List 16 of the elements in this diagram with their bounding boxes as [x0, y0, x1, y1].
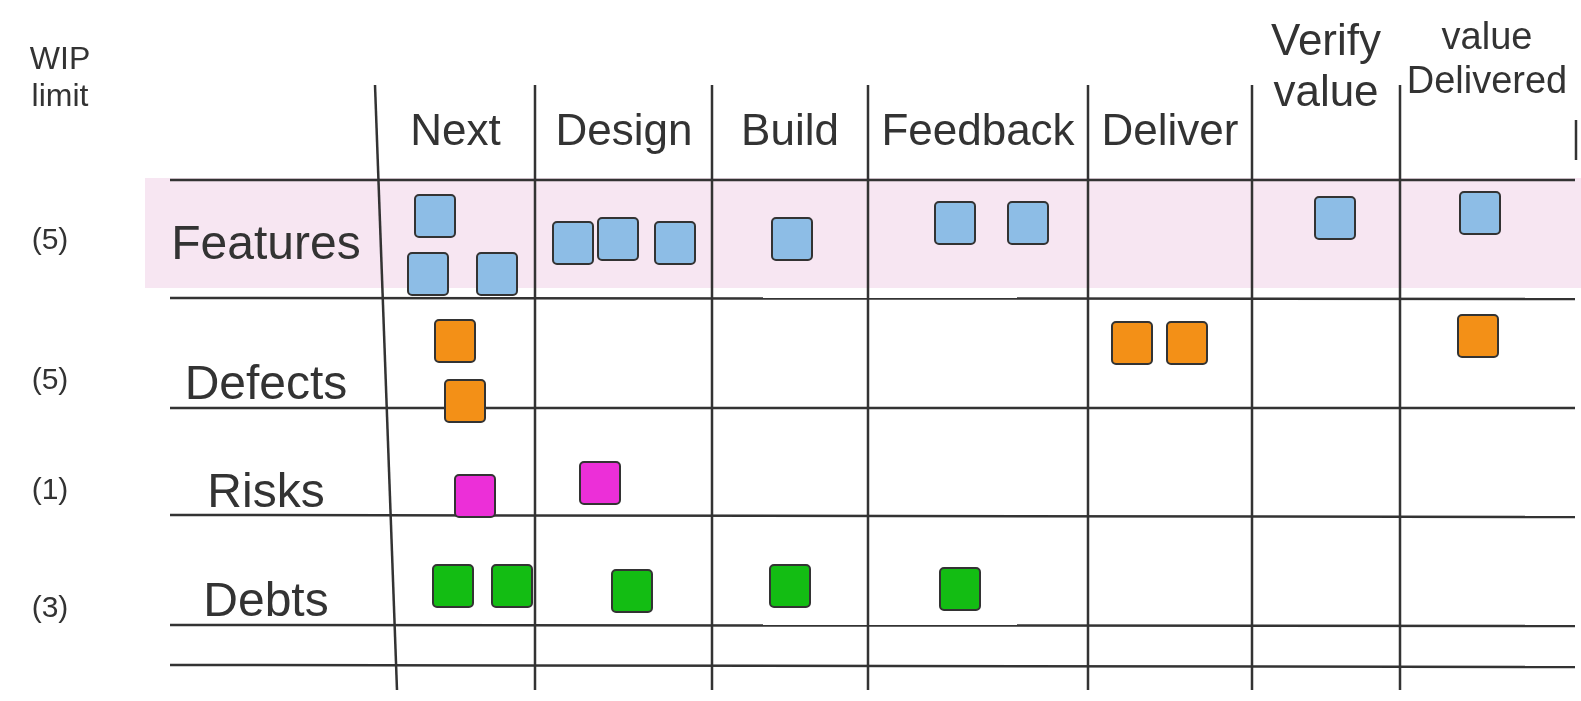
wip-limit: (5) — [30, 222, 70, 257]
row-heading: Debts — [202, 572, 330, 628]
column-heading: value Delivered — [1405, 15, 1569, 103]
column-heading: Deliver — [1100, 105, 1240, 156]
row-heading: Risks — [206, 463, 326, 519]
column-heading: Verify value — [1269, 15, 1382, 117]
column-heading: Build — [740, 105, 840, 156]
column-heading: Feedback — [880, 105, 1076, 156]
column-heading: Next — [409, 105, 502, 156]
column-heading: Design — [554, 105, 694, 156]
row-heading: Defects — [183, 355, 349, 411]
row-heading: Features — [170, 215, 362, 271]
wip-limit: (3) — [30, 590, 70, 625]
wip-limit: (5) — [30, 362, 70, 397]
axis-heading: WIP limit — [28, 40, 92, 114]
wip-limit: (1) — [30, 472, 70, 507]
